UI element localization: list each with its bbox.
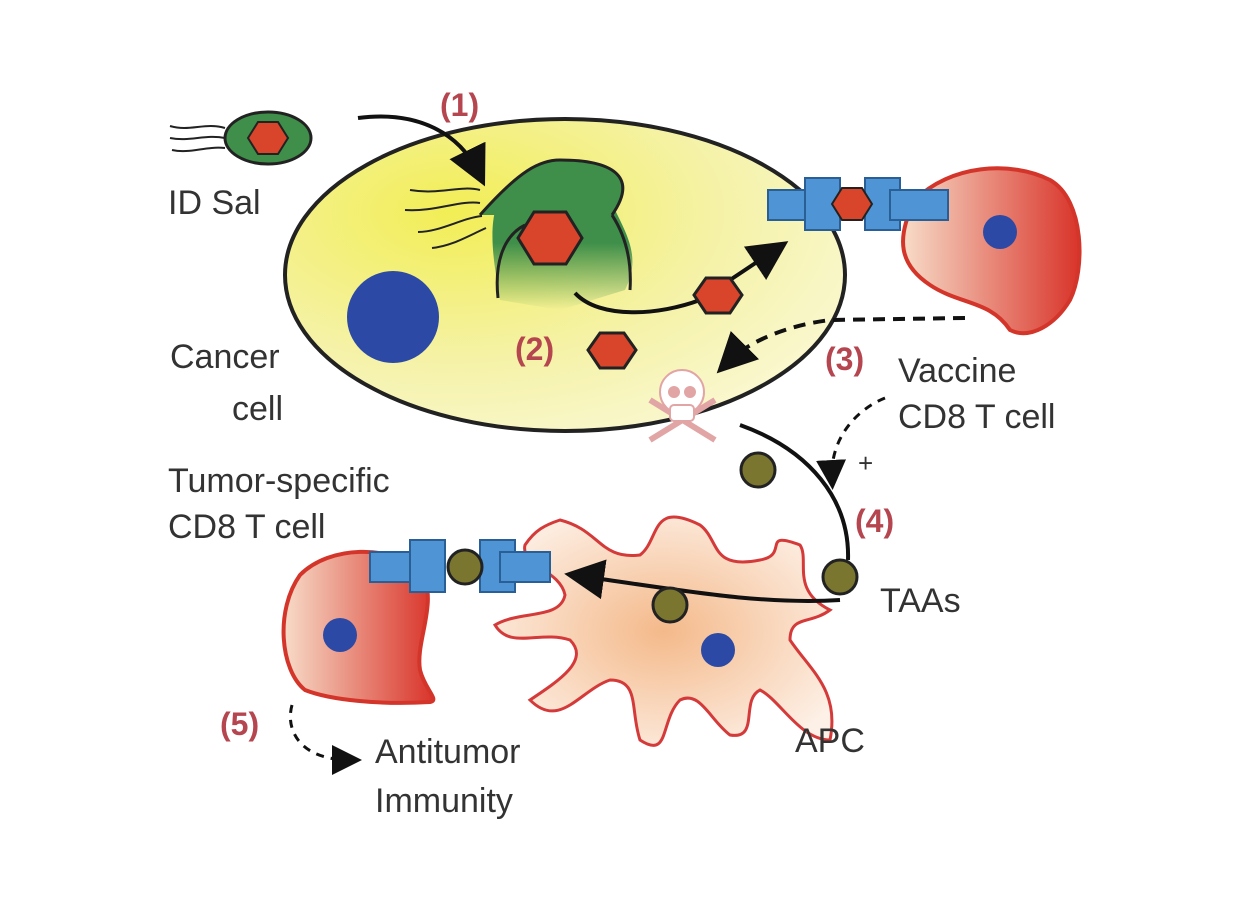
label-cancer: Cancer	[170, 338, 280, 376]
antigen-hexagon-icon	[586, 331, 638, 370]
taa-particle	[821, 558, 859, 596]
antigen-release-arrow	[573, 241, 789, 315]
step-4-label: (4)	[855, 503, 894, 539]
label-antitumor: Antitumor	[375, 733, 521, 771]
t-cell-nucleus	[983, 215, 1017, 249]
label-cell: cell	[232, 390, 283, 428]
step-1-label: (1)	[440, 87, 479, 123]
plus-sign: +	[858, 448, 873, 478]
entry-arrow	[357, 114, 486, 187]
step-3-label: (3)	[825, 341, 864, 377]
taa-particle	[739, 451, 777, 489]
kill-dashed-arrow	[716, 316, 966, 374]
step-5-label: (5)	[220, 706, 259, 742]
label-id-sal: ID Sal	[168, 184, 261, 222]
mhc-tcr-complex	[767, 177, 949, 231]
t-cell-nucleus	[323, 618, 357, 652]
antitumor-dashed-arrow	[288, 704, 362, 775]
antigen-hexagon-icon	[692, 276, 744, 315]
presentation-arrow	[564, 559, 841, 603]
id-sal-bacterium	[169, 110, 313, 166]
label-tumor-specific: Tumor-specific	[168, 462, 390, 500]
label-vaccine: Vaccine	[898, 352, 1016, 390]
taa-particles	[651, 451, 859, 624]
label-vaccine-cd8: CD8 T cell	[898, 398, 1055, 436]
internal-bacterium	[404, 158, 633, 310]
label-taas: TAAs	[880, 582, 961, 620]
label-tumor-cd8: CD8 T cell	[168, 508, 325, 546]
taa-particle	[651, 586, 689, 624]
taa-release-curve	[739, 423, 851, 561]
help-dashed-arrow	[816, 396, 886, 490]
antigen-hexagon-icon	[516, 210, 584, 266]
skull-icon	[648, 369, 717, 443]
label-immunity: Immunity	[375, 782, 513, 820]
label-apc: APC	[795, 722, 865, 760]
cancer-nucleus	[347, 271, 439, 363]
apc-nucleus	[701, 633, 735, 667]
step-2-label: (2)	[515, 331, 554, 367]
mhc-tcr-complex-apc	[369, 539, 551, 593]
